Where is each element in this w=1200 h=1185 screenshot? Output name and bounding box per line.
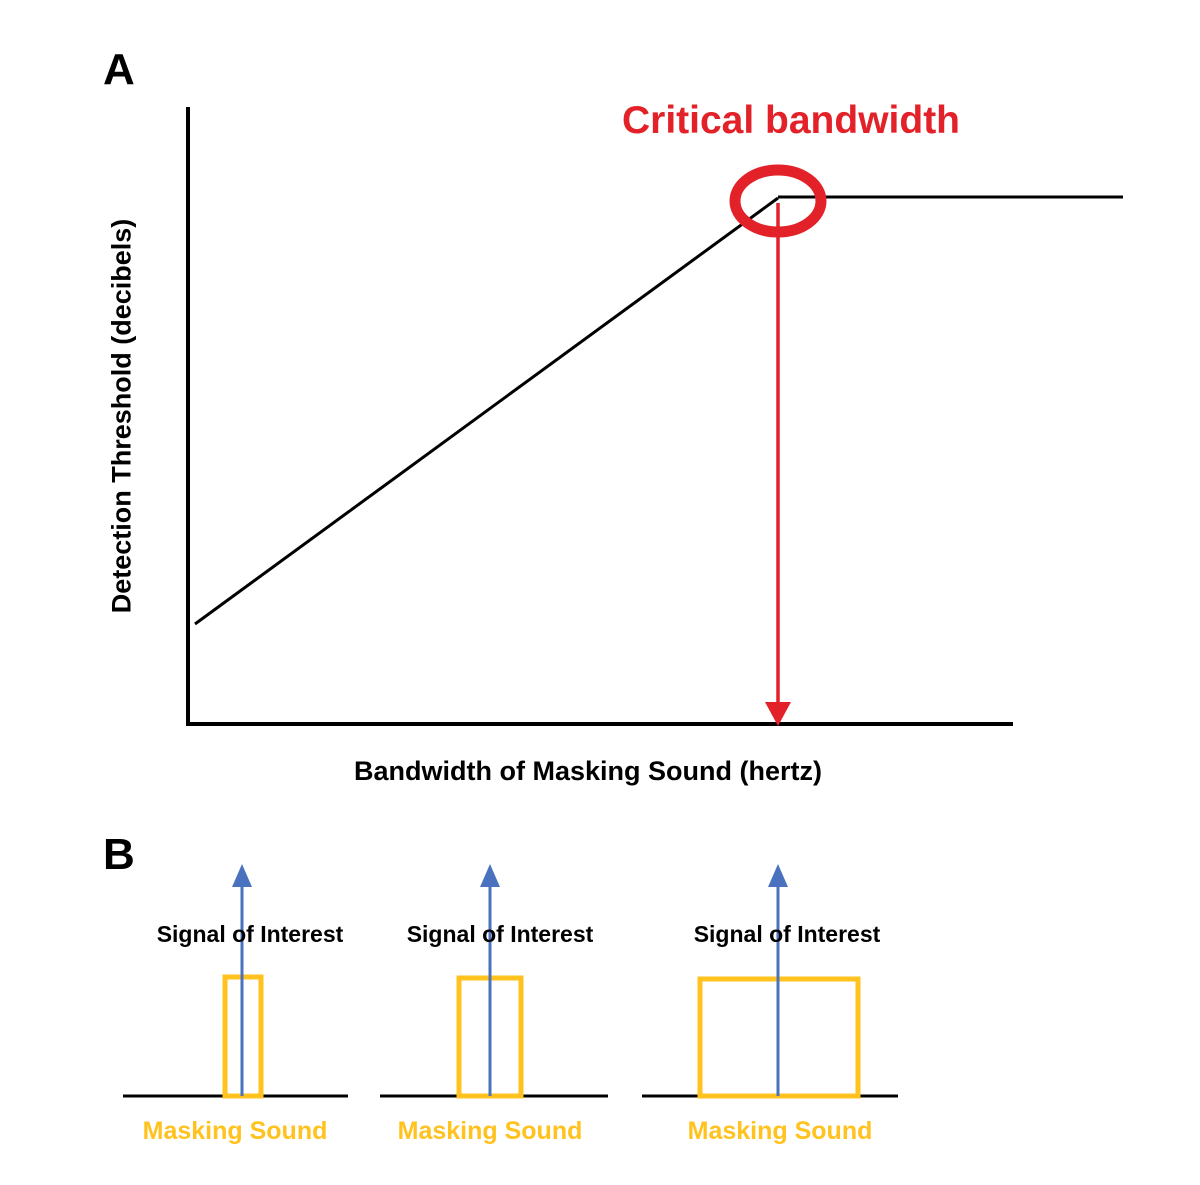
signal-arrowhead-narrow <box>232 864 252 887</box>
critical-bandwidth-title: Critical bandwidth <box>621 99 961 142</box>
critical-bandwidth-ellipse <box>729 164 827 238</box>
masking-sound-label-wide: Masking Sound <box>687 1117 873 1145</box>
threshold-rising-line <box>194 196 779 626</box>
signal-of-interest-label-wide: Signal of Interest <box>693 921 881 947</box>
panel-b-label: B <box>103 830 135 879</box>
masking-sound-label-medium: Masking Sound <box>397 1117 583 1145</box>
critical-bandwidth-arrowhead <box>765 702 791 726</box>
panel-a-label: A <box>103 45 135 94</box>
signal-arrowhead-wide <box>768 864 788 887</box>
signal-of-interest-label-narrow: Signal of Interest <box>156 921 344 947</box>
y-axis-label: Detection Threshold (decibels) <box>106 218 137 614</box>
signal-of-interest-label-medium: Signal of Interest <box>406 921 594 947</box>
signal-arrowhead-medium <box>480 864 500 887</box>
masking-sound-label-narrow: Masking Sound <box>142 1117 328 1145</box>
x-axis-label: Bandwidth of Masking Sound (hertz) <box>354 756 822 786</box>
